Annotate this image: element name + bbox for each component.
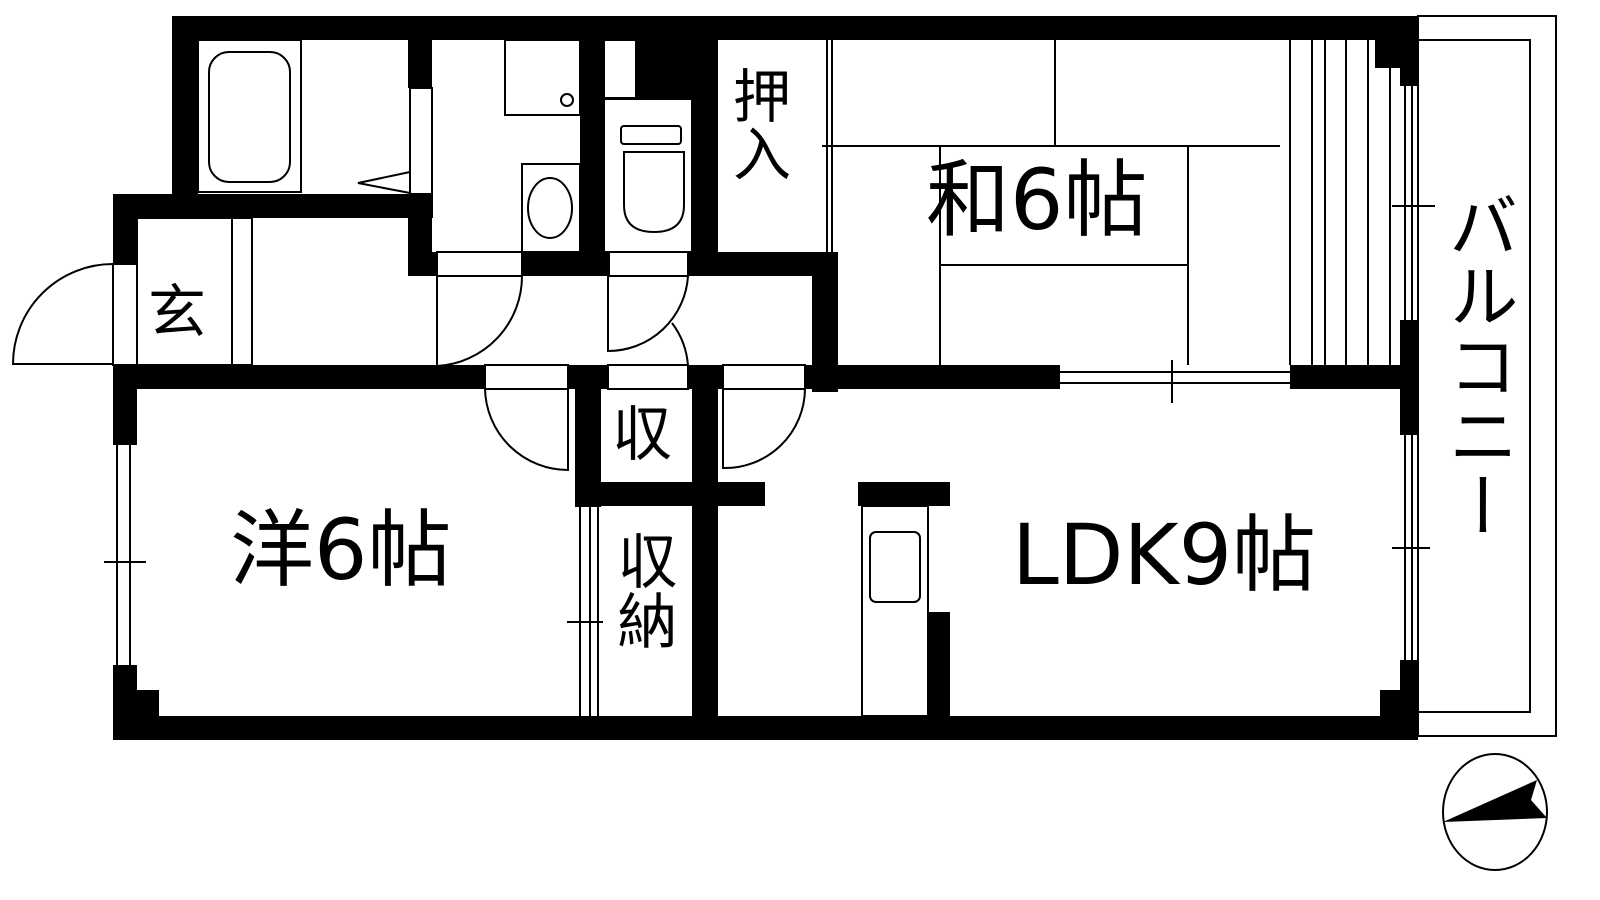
- compass: [1442, 753, 1548, 871]
- walls: [113, 16, 1418, 740]
- room-label-small-storage: 収: [612, 400, 672, 470]
- room-label-entrance: 玄: [148, 278, 207, 346]
- north-arrow-icon: [1443, 780, 1547, 822]
- room-label-japanese-room: 和6帖: [926, 151, 1148, 249]
- room-label-balcony: バルコニー: [1437, 190, 1519, 540]
- room-label-storage: 収納: [607, 530, 677, 650]
- room-label-oshiire: 押入: [723, 66, 791, 182]
- room-label-ldk: LDK9帖: [1012, 506, 1317, 604]
- room-label-western-room: 洋6帖: [230, 501, 452, 599]
- compass-circle: [1442, 753, 1548, 871]
- fixtures: [11, 15, 1557, 737]
